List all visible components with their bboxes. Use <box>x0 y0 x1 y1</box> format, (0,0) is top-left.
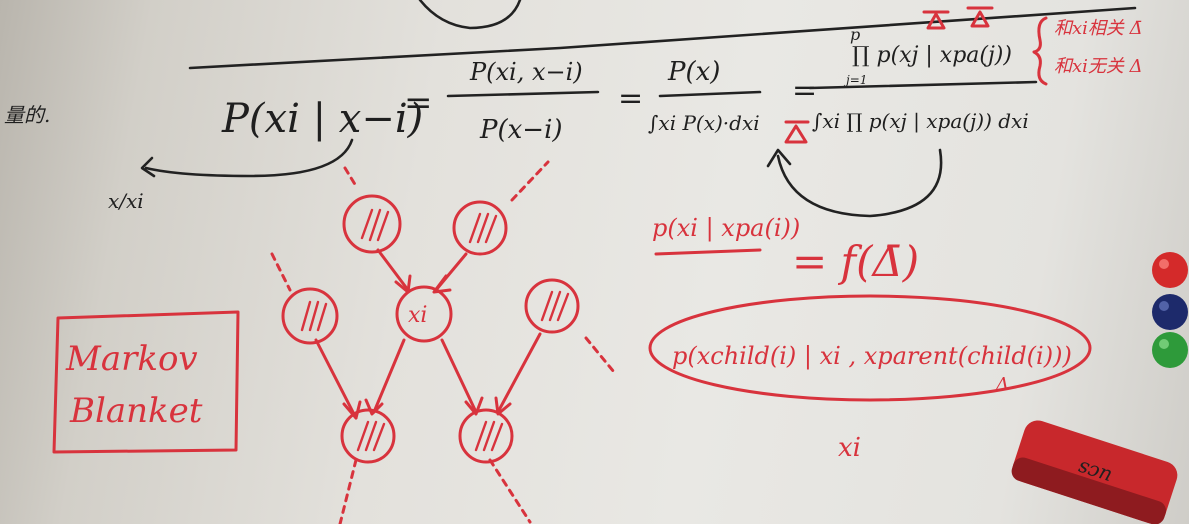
node-child-2 <box>458 408 514 464</box>
frac1-bar <box>446 90 600 98</box>
side-note-unrelated: 和xi无关 Δ <box>1054 56 1143 77</box>
frac2-numerator: P(x) <box>667 57 720 87</box>
frac3-bar <box>808 80 1038 90</box>
red-expr-parent-cond: p(xi | xpa(i)) <box>652 214 800 243</box>
side-note-related: 和xi相关 Δ̄ <box>1054 18 1143 39</box>
eraser: ucs <box>1011 420 1178 524</box>
frac1-numerator: P(xi, x−i) <box>469 58 583 86</box>
oval-delta-mark: Δ <box>995 374 1009 395</box>
red-oval <box>648 294 1092 402</box>
top-circle-fragment <box>418 0 522 30</box>
node-xi: xi <box>395 285 453 343</box>
equals-3: = <box>792 73 817 108</box>
top-rule-line <box>188 6 1137 70</box>
node-parent-2 <box>452 200 508 256</box>
red-oval-expression: p(xchild(i) | xi , xparent(child(i))) <box>672 342 1072 371</box>
equals-2: = <box>618 81 643 116</box>
markov-label-line1: Markov <box>65 339 198 379</box>
frac3-denominator: ∫xi ∏ p(xj | xpa(j)) dxi <box>812 109 1029 134</box>
red-expr-underline <box>654 248 762 256</box>
magnet-red <box>1152 252 1188 288</box>
node-xi-label: xi <box>408 303 427 328</box>
bottom-xi-label: xi <box>838 433 861 463</box>
node-co-parent-right <box>524 278 580 334</box>
move-arrow <box>776 148 943 218</box>
red-expr-f-delta: = f(Δ̄) <box>792 237 919 286</box>
x-minus-i-arrowhead <box>140 156 156 178</box>
graph-edges <box>270 160 616 524</box>
frac3-prod-top: p <box>850 25 860 44</box>
markov-box <box>52 310 240 454</box>
delta-mark-1 <box>922 10 950 30</box>
top-left-note: 量的. <box>4 103 50 127</box>
frac3-prod-bottom: j=1 <box>843 73 867 87</box>
node-co-parent-left <box>281 287 339 345</box>
markov-label-line2: Blanket <box>69 391 203 431</box>
node-parent-1 <box>342 194 402 254</box>
x-minus-i-arrow <box>144 138 354 178</box>
delta-mark-2 <box>966 6 994 28</box>
frac2-denominator: ∫xi P(x)·dxi <box>648 111 760 135</box>
arrowheads <box>342 274 512 420</box>
magnets <box>1152 252 1188 368</box>
magnet-blue <box>1152 294 1188 330</box>
delta-mark-denominator <box>784 120 810 144</box>
x-over-xi-label: x/xi <box>108 189 144 213</box>
node-child-1 <box>340 408 396 464</box>
magnet-green <box>1152 332 1188 368</box>
move-arrowhead <box>766 148 792 168</box>
equation-lhs: P(xi | x−i) <box>221 96 423 142</box>
side-brace <box>1032 16 1048 86</box>
frac3-numerator: ∏ p(xj | xpa(j)) <box>852 43 1012 68</box>
equals-1: = <box>404 83 433 123</box>
frac1-denominator: P(x−i) <box>479 115 563 145</box>
frac2-bar <box>658 90 762 98</box>
